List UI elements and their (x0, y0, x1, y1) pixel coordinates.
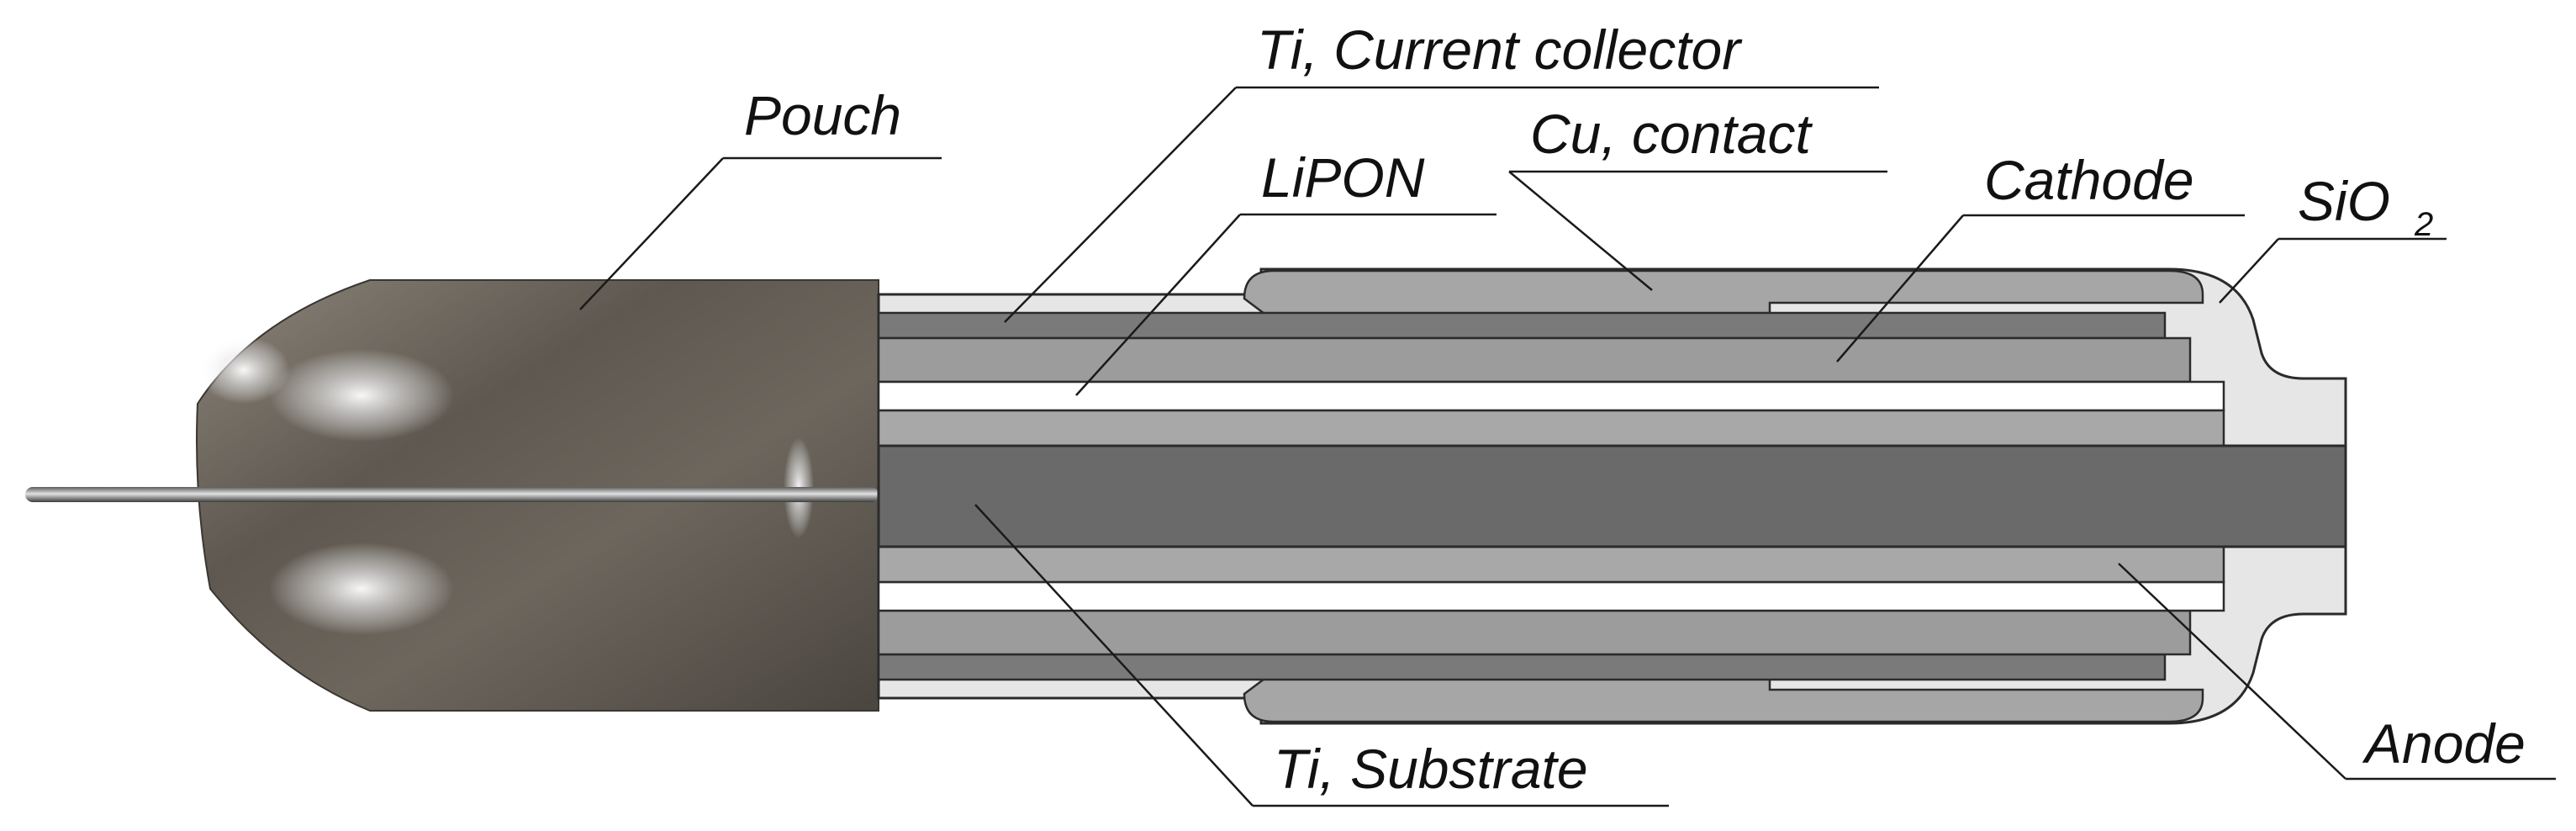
cell-cross-section (877, 267, 2347, 725)
label-ti-substrate-text: Ti, Substrate (1274, 738, 1588, 800)
label-pouch: Pouch (579, 84, 942, 310)
ti-current-collector-top (877, 311, 2167, 340)
pouch (25, 279, 879, 712)
ti-substrate-layer (877, 444, 2347, 548)
lipon-layer-bottom (877, 580, 2225, 612)
label-lipon-text: LiPON (1261, 146, 1425, 209)
label-cathode: Cathode (1836, 149, 2245, 363)
pouch-wire (25, 487, 879, 502)
label-cu-contact-text: Cu, contact (1530, 103, 1813, 165)
pouch-highlight-left (198, 336, 290, 404)
pouch-highlight-lower (269, 543, 454, 635)
label-anode-text: Anode (2362, 712, 2526, 775)
label-ti-substrate: Ti, Substrate (974, 504, 1669, 807)
anode-layer-top (877, 409, 2225, 447)
label-sio2-text: SiO (2298, 170, 2390, 232)
label-sio2: SiO 2 (2219, 170, 2447, 304)
pouch-highlight-upper (269, 349, 454, 442)
cu-contact-layer-bottom (1243, 667, 2204, 723)
anode-layer-bottom (877, 545, 2225, 584)
label-ti-current-collector: Ti, Current collector (1004, 19, 1879, 323)
cathode-layer-bottom (877, 609, 2192, 656)
label-lipon: LiPON (1075, 146, 1497, 396)
cu-contact-layer (1243, 269, 2204, 326)
label-ti-current-collector-text: Ti, Current collector (1257, 19, 1743, 81)
label-pouch-text: Pouch (744, 84, 901, 146)
label-sio2-subscript: 2 (2414, 206, 2433, 243)
lipon-layer-top (877, 380, 2225, 412)
label-anode: Anode (2118, 563, 2556, 781)
label-cu-contact: Cu, contact (1508, 103, 1887, 291)
ti-current-collector-bottom (877, 653, 2167, 681)
label-cathode-text: Cathode (1984, 149, 2194, 211)
cathode-layer-top (877, 336, 2192, 384)
